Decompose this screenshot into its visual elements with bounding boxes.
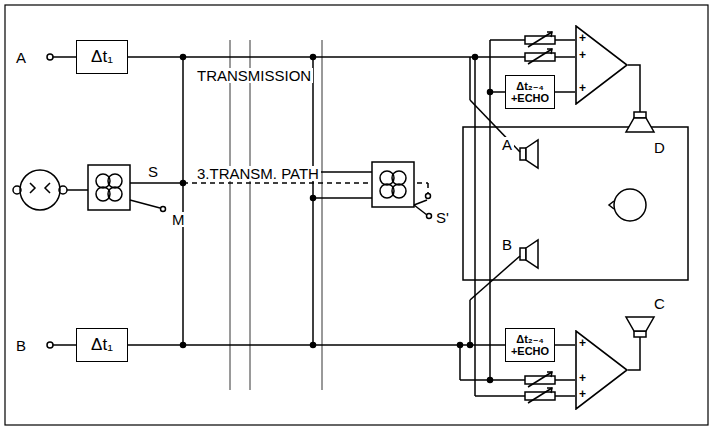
box-label: Δt₁ [91, 336, 113, 355]
input-sign: + [579, 82, 586, 95]
input-sign: + [579, 337, 586, 350]
box-label: Δt₁ [91, 48, 113, 67]
input-sign: + [579, 32, 586, 45]
amplifier-symbol: + + + [575, 330, 628, 410]
amplifier-symbol: + + + [575, 25, 628, 105]
signal-label: D [652, 140, 667, 155]
signal-label: B [14, 338, 28, 353]
delay-box: Δt₁ [76, 40, 128, 74]
input-sign: + [579, 372, 586, 385]
delay-echo-box: Δt₂₋₄+ECHO [505, 328, 555, 362]
box-label: +ECHO [511, 92, 549, 104]
signal-label: A [14, 50, 28, 65]
box-label: +ECHO [511, 345, 549, 357]
delay-box: Δt₁ [76, 328, 128, 362]
path-label: 3.TRANSM. PATH [195, 166, 321, 181]
path-label: TRANSMISSION [195, 68, 313, 83]
box-label: Δt₂₋₄ [516, 333, 544, 345]
delay-echo-box: Δt₂₋₄+ECHO [505, 75, 555, 109]
input-sign: + [579, 49, 586, 62]
signal-label: C [652, 296, 667, 311]
signal-label: S [146, 164, 160, 179]
signal-label: M [170, 212, 187, 227]
signal-label: A [500, 137, 514, 152]
signal-label: S' [434, 210, 451, 225]
signal-wire [555, 91, 575, 93]
signal-wire [555, 344, 575, 346]
signal-label: B [500, 237, 514, 252]
input-sign: + [579, 388, 586, 401]
box-label: Δt₂₋₄ [516, 80, 544, 92]
